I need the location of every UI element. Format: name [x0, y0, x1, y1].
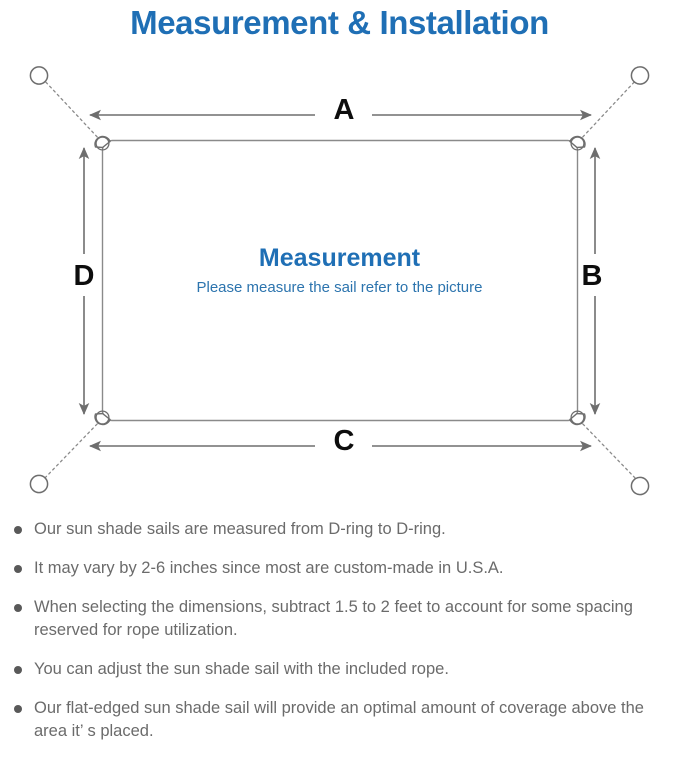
note-text: Our sun shade sails are measured from D-…: [34, 520, 446, 538]
d-ring-top-left-loop: [95, 136, 110, 151]
d-ring-top-right-loop: [570, 136, 585, 151]
dimension-label-d: D: [73, 260, 95, 292]
diagram-center-subtitle: Please measure the sail refer to the pic…: [196, 279, 483, 296]
bullet-icon: [14, 565, 22, 573]
rope-line-bottom-left: [41, 419, 102, 482]
dimension-label-c: C: [333, 425, 355, 457]
list-item: When selecting the dimensions, subtract …: [0, 596, 679, 642]
anchor-bottom-left: [29, 474, 49, 494]
shade-sail-measurement-diagram: A B C D Measurement Please measure the s…: [0, 48, 679, 510]
note-text: When selecting the dimensions, subtract …: [34, 598, 633, 639]
dimension-label-b: B: [581, 260, 603, 292]
notes-list: Our sun shade sails are measured from D-…: [0, 518, 679, 759]
anchor-top-left: [29, 66, 49, 85]
list-item: You can adjust the sun shade sail with t…: [0, 658, 679, 681]
bullet-icon: [14, 604, 22, 612]
note-text: It may vary by 2-6 inches since most are…: [34, 559, 504, 577]
d-ring-bottom-left-loop: [95, 410, 110, 425]
bullet-icon: [14, 666, 22, 674]
anchor-top-right: [630, 66, 650, 85]
bullet-icon: [14, 705, 22, 713]
dimension-label-a: A: [333, 94, 355, 126]
rope-line-top-right: [578, 77, 639, 142]
note-text: You can adjust the sun shade sail with t…: [34, 660, 449, 678]
diagram-center-title: Measurement: [258, 244, 421, 272]
note-text: Our flat-edged sun shade sail will provi…: [34, 699, 644, 740]
list-item: Our flat-edged sun shade sail will provi…: [0, 697, 679, 743]
rope-line-bottom-right: [578, 419, 639, 482]
sail-body: [101, 139, 579, 422]
rope-line-top-left: [41, 77, 102, 142]
page-root: Measurement & Installation: [0, 4, 679, 740]
diagram-svg: [29, 66, 650, 496]
page-title: Measurement & Installation: [130, 4, 549, 41]
list-item: Our sun shade sails are measured from D-…: [0, 518, 679, 541]
list-item: It may vary by 2-6 inches since most are…: [0, 557, 679, 580]
d-ring-bottom-right-loop: [570, 410, 585, 425]
anchor-bottom-right: [630, 476, 650, 496]
bullet-icon: [14, 526, 22, 534]
